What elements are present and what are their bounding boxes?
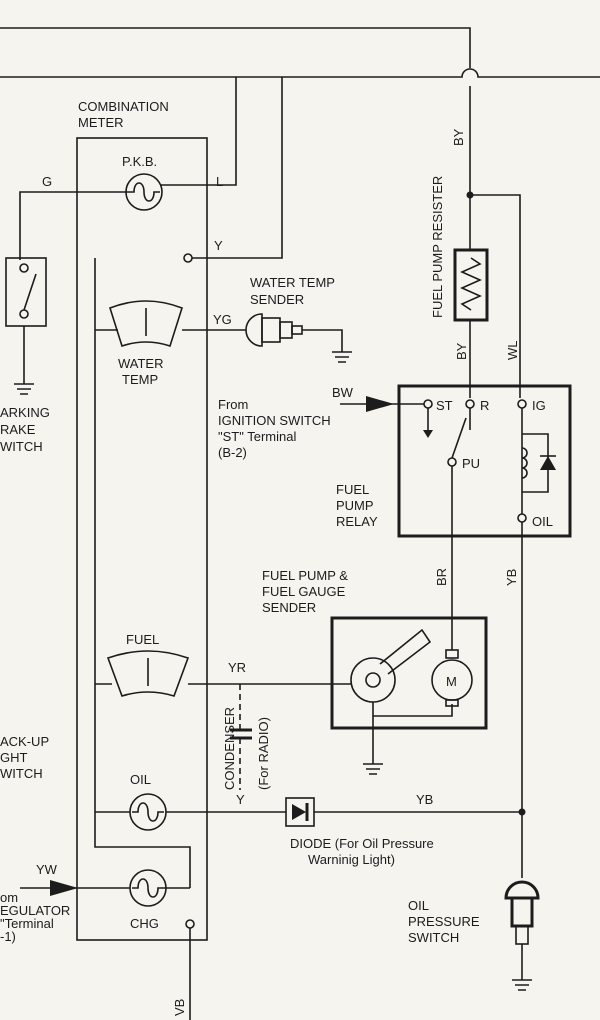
- water-temp-sender-label-1: WATER TEMP: [250, 275, 335, 290]
- oil-pressure-switch-label-2: PRESSURE: [408, 914, 480, 929]
- condenser-icon: [230, 684, 252, 790]
- wl-wire: [470, 194, 521, 398]
- wire-wl: WL: [505, 341, 520, 361]
- from-ignition-label-2: IGNITION SWITCH: [218, 413, 331, 428]
- wire-yr: YR: [228, 660, 246, 675]
- wire-bw: BW: [332, 385, 354, 400]
- motor-label: M: [446, 674, 457, 689]
- combination-meter-label-1: COMBINATION: [78, 99, 169, 114]
- regulator-label-2: EGULATOR: [0, 903, 70, 918]
- wire-br: BR: [434, 568, 449, 586]
- oil-pressure-switch-label-1: OIL: [408, 898, 429, 913]
- from-ignition-label-3: "ST" Terminal: [218, 429, 296, 444]
- fuel-pump-sender-label-1: FUEL PUMP &: [262, 568, 348, 583]
- yw-arrow-icon: [50, 880, 78, 896]
- fuel-pump-relay-box: [397, 384, 572, 538]
- fuel-gauge-icon: [106, 650, 190, 697]
- fuel-pump-sender-box: [330, 616, 488, 775]
- fuel-pump-relay-label-1: FUEL: [336, 482, 369, 497]
- for-radio-label: (For RADIO): [256, 717, 271, 790]
- wire-y-top: Y: [214, 238, 223, 253]
- from-ignition-label-1: From: [218, 397, 248, 412]
- wire-yb-relay: YB: [504, 569, 519, 586]
- wire-yb-diode: YB: [416, 792, 433, 807]
- regulator-label-4: -1): [0, 929, 16, 944]
- terminal-vb: [185, 919, 195, 929]
- backup-light-label-2: GHT: [0, 750, 28, 765]
- chg-lamp-icon: [129, 869, 167, 907]
- wire-vb: VB: [172, 999, 187, 1016]
- water-temp-label-2: TEMP: [122, 372, 158, 387]
- wire-g: G: [42, 174, 52, 189]
- fuel-pump-relay-label-3: RELAY: [336, 514, 378, 529]
- g-wire: [19, 191, 128, 260]
- parking-brake-switch-icon: [5, 257, 47, 395]
- fuel-pump-sender-label-3: SENDER: [262, 600, 316, 615]
- chg-label: CHG: [130, 916, 159, 931]
- wire-by-top: BY: [451, 128, 466, 146]
- terminal-y: [183, 253, 193, 263]
- relay-oil-label: OIL: [532, 514, 553, 529]
- oil-pressure-switch-icon: [504, 880, 540, 991]
- water-temp-sender-label-2: SENDER: [250, 292, 304, 307]
- fuel-pump-motor-icon: [431, 649, 473, 707]
- combination-meter-label-2: METER: [78, 115, 124, 130]
- fuel-pump-relay-label-2: PUMP: [336, 498, 374, 513]
- relay-r-label: R: [480, 398, 489, 413]
- wire-y-cond: Y: [236, 792, 245, 807]
- relay-pu-label: PU: [462, 456, 480, 471]
- diode-icon: [285, 797, 315, 827]
- regulator-label-1: om: [0, 890, 18, 905]
- junction-oil: [518, 808, 526, 816]
- water-temp-sender-icon: [245, 313, 352, 363]
- parking-brake-label-1: ARKING: [0, 405, 50, 420]
- parking-brake-label-2: RAKE: [0, 422, 36, 437]
- parking-brake-label-3: WITCH: [0, 439, 43, 454]
- bw-arrow-icon: [366, 396, 394, 412]
- fuel-pump-sender-label-2: FUEL GAUGE: [262, 584, 346, 599]
- regulator-label-3: "Terminal: [0, 916, 54, 931]
- condenser-label: CONDENSER: [222, 707, 237, 790]
- water-temp-gauge-icon: [109, 300, 183, 348]
- water-temp-label-1: WATER: [118, 356, 164, 371]
- backup-light-label-3: WITCH: [0, 766, 43, 781]
- fuel-pump-resister-label: FUEL PUMP RESISTER: [430, 176, 445, 318]
- relay-ig-label: IG: [532, 398, 546, 413]
- diode-label-1: DIODE (For Oil Pressure: [290, 836, 434, 851]
- combination-meter-frame: [76, 137, 208, 941]
- wire-by-resistor: BY: [454, 342, 469, 360]
- wire-yw: YW: [36, 862, 58, 877]
- backup-light-label-1: ACK-UP: [0, 734, 49, 749]
- pkb-lamp-icon: [125, 173, 163, 211]
- oil-pressure-switch-label-3: SWITCH: [408, 930, 459, 945]
- relay-st-label: ST: [436, 398, 453, 413]
- from-ignition-label-4: (B-2): [218, 445, 247, 460]
- oil-lamp-icon: [129, 793, 167, 831]
- oil-label: OIL: [130, 772, 151, 787]
- top-bus-wires: [0, 27, 600, 259]
- wire-yg: YG: [213, 312, 232, 327]
- pkb-label: P.K.B.: [122, 154, 157, 169]
- wire-l: L: [216, 174, 223, 189]
- fuel-pump-resister-icon: [453, 248, 489, 322]
- fuel-label: FUEL: [126, 632, 159, 647]
- diode-label-2: Warninig Light): [308, 852, 395, 867]
